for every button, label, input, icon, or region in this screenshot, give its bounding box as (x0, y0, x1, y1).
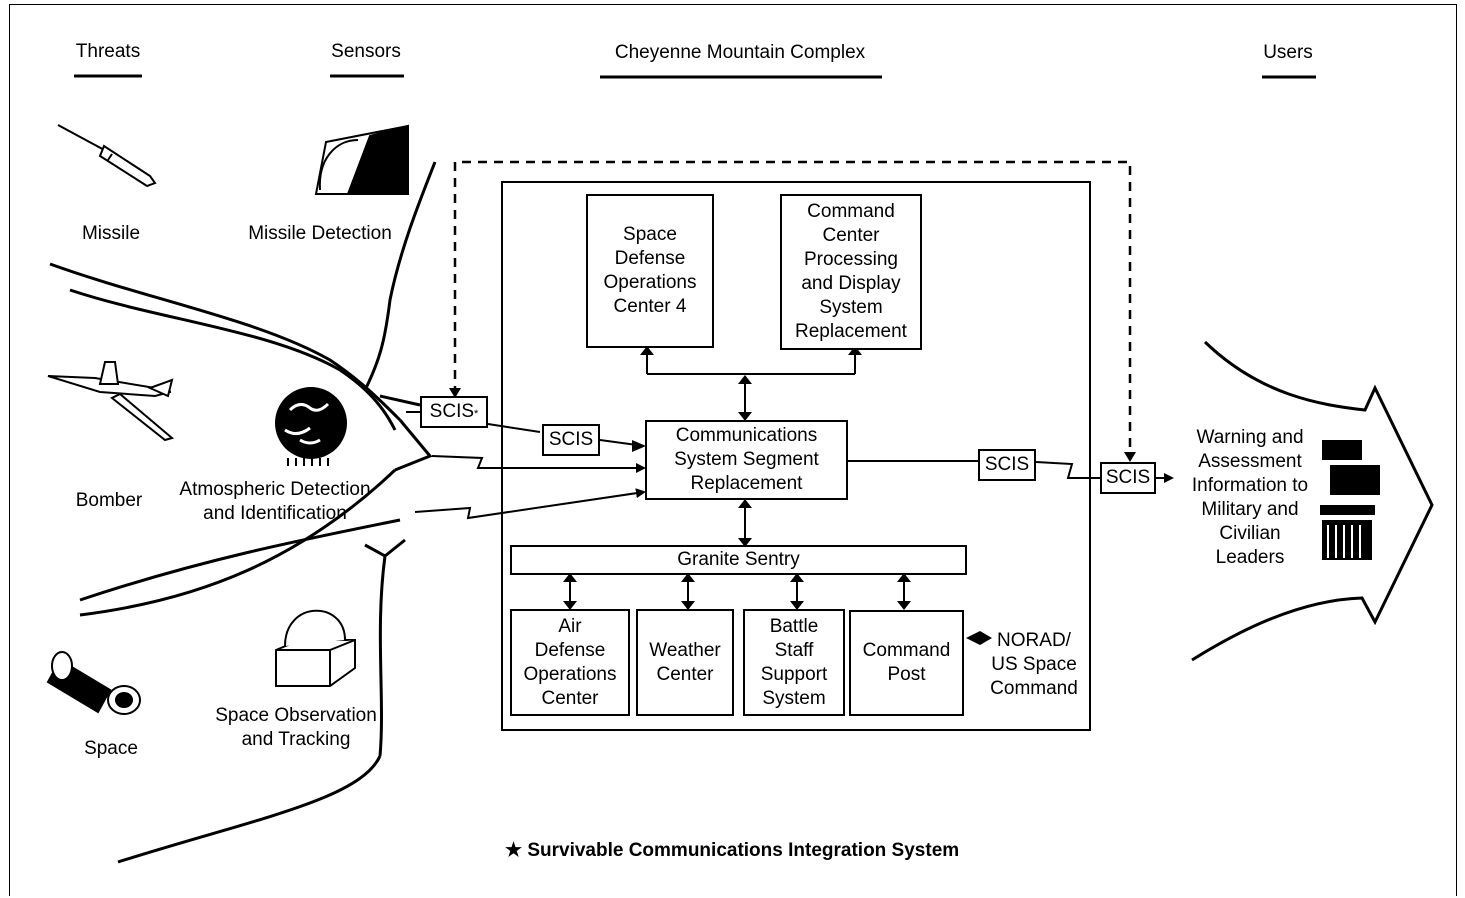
box-battle-staff-support: Battle Staff Support System (743, 609, 845, 716)
box-space-defense-ops-center: Space Defense Operations Center 4 (586, 194, 714, 348)
header-underlines (74, 74, 1316, 79)
footnote-star: ★ (505, 840, 523, 861)
scis-box-star: SCIS* (420, 396, 488, 428)
label-atmospheric: Atmospheric Detection and Identification (179, 479, 371, 524)
satellite-icon (46, 651, 141, 715)
header-sensors: Sensors (331, 41, 401, 62)
label-norad: NORAD/ US Space Command (990, 630, 1078, 699)
radar-icon (314, 124, 409, 195)
box-weather-center: Weather Center (636, 609, 734, 716)
scis-box-users: SCIS (1100, 462, 1156, 494)
box-communications-segment: Communications System Segment Replacemen… (645, 420, 848, 500)
figure-frame (9, 4, 1457, 896)
users-arrow (1191, 340, 1434, 662)
header-threats: Threats (75, 41, 141, 62)
cheyenne-complex-box (501, 181, 1091, 731)
dome-icon (275, 609, 356, 687)
bomber-icon (47, 361, 175, 442)
scis-box-output: SCIS (978, 449, 1036, 481)
scis-box-input: SCIS (542, 424, 600, 456)
globe-icon (275, 387, 347, 466)
capitol-icon (1320, 430, 1380, 570)
footnote: ★ Survivable Communications Integration … (505, 839, 959, 862)
box-granite-sentry: Granite Sentry (510, 545, 967, 575)
box-air-defense-ops-center: Air Defense Operations Center (510, 609, 630, 716)
label-missile: Missile (81, 223, 141, 244)
arrowheads (563, 346, 992, 645)
missile-icon (57, 124, 157, 188)
box-command-post: Command Post (849, 610, 964, 716)
label-space-observation: Space Observation and Tracking (215, 705, 377, 750)
box-command-center-processing: Command Center Processing and Display Sy… (780, 194, 922, 350)
dashed-scis-link (453, 160, 1132, 458)
footnote-text: Survivable Communications Integration Sy… (527, 840, 960, 861)
header-cheyenne: Cheyenne Mountain Complex (614, 42, 866, 63)
scis-asterisk: * (474, 408, 479, 420)
label-bomber: Bomber (75, 490, 143, 511)
label-missile-detection: Missile Detection (248, 223, 392, 244)
label-users-info: Warning and Assessment Information to Mi… (1191, 427, 1309, 568)
label-space: Space (84, 738, 138, 759)
scis-label: SCIS (429, 401, 475, 422)
header-users: Users (1263, 42, 1313, 63)
threat-streams (49, 161, 437, 864)
